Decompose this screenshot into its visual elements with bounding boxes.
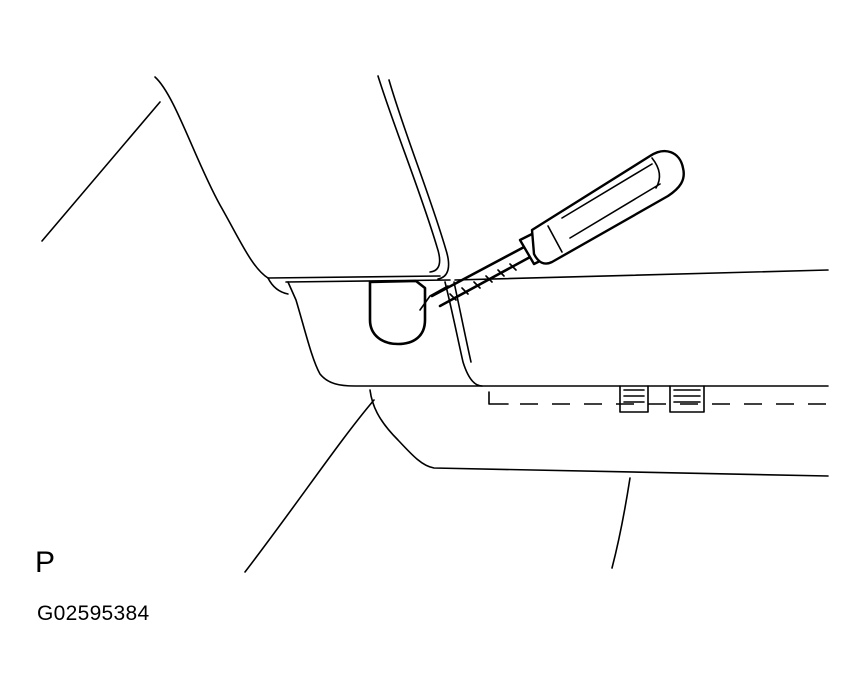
figure-code-label: G02595384 — [37, 602, 150, 625]
screwdriver-icon — [419, 149, 685, 311]
clip-slot — [368, 279, 427, 346]
lower-body — [244, 385, 829, 573]
view-letter-label: P — [35, 546, 56, 579]
trim-panel — [285, 269, 829, 387]
upper-panel — [41, 75, 450, 295]
